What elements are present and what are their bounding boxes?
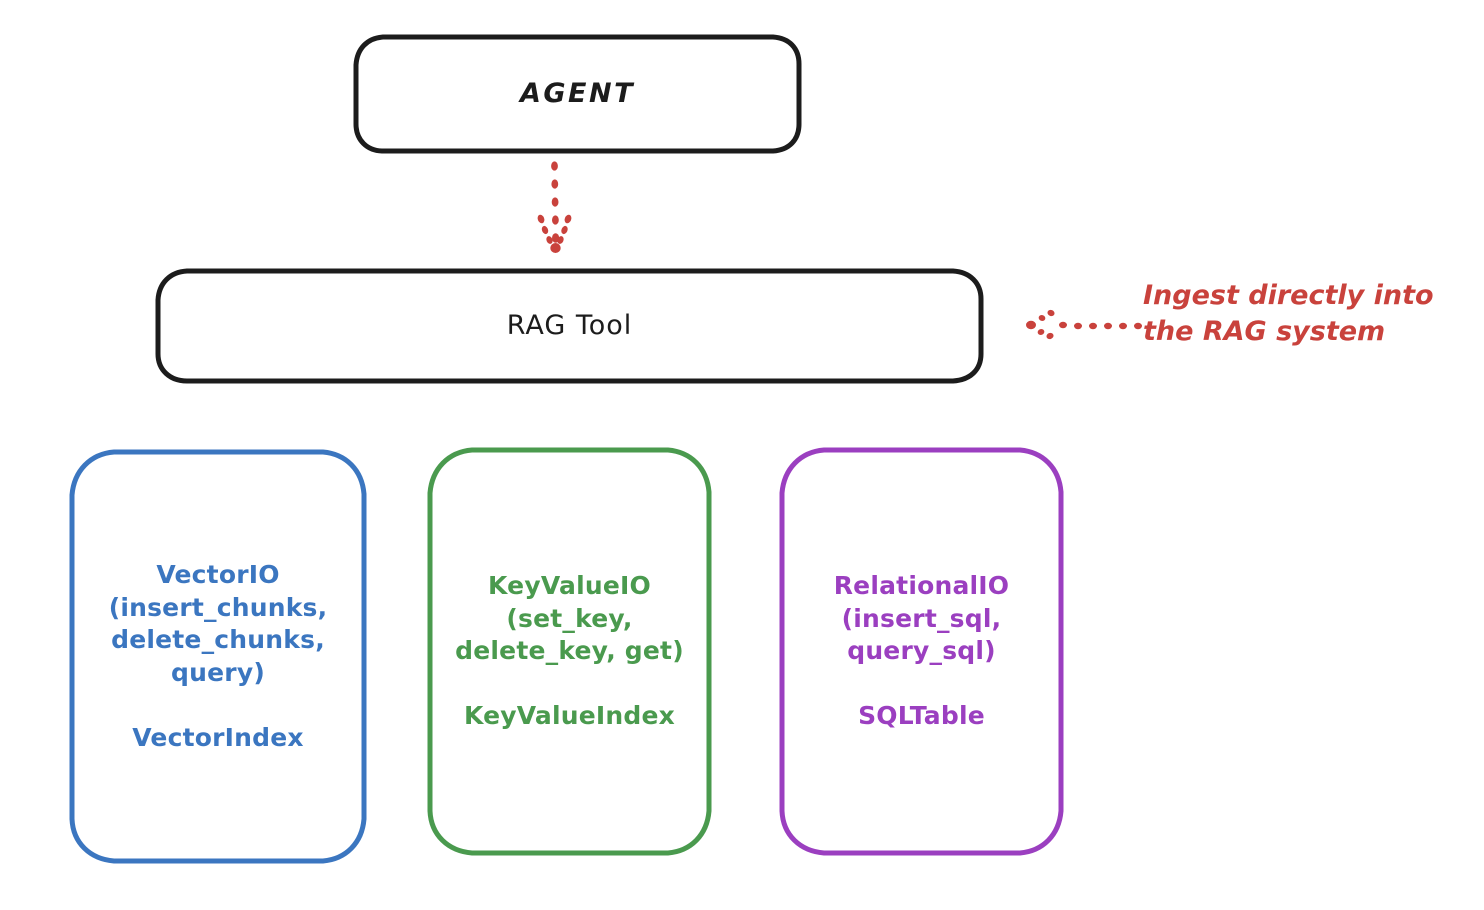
key-value-io-box-outline: [427, 447, 712, 856]
edge-agent-to-rag-tool: [537, 161, 572, 253]
rag-tool-box-outline: [155, 268, 984, 384]
node-vector-io-label: VectorIO (insert_chunks, delete_chunks, …: [108, 560, 328, 752]
relational-io-box-outline: [779, 447, 1064, 856]
node-rag-tool[interactable]: RAG Tool: [155, 268, 984, 384]
annotation-ingest: Ingest directly into the RAG system: [1143, 280, 1434, 348]
node-agent[interactable]: AGENT: [353, 34, 802, 154]
node-vector-io[interactable]: VectorIO (insert_chunks, delete_chunks, …: [69, 449, 367, 864]
node-key-value-io-label: KeyValueIO (set_key, delete_key, get) Ke…: [455, 571, 684, 731]
node-relational-io-label: RelationalIO (insert_sql, query_sql) SQL…: [833, 571, 1010, 731]
node-key-value-io[interactable]: KeyValueIO (set_key, delete_key, get) Ke…: [427, 447, 712, 856]
node-agent-label: AGENT: [519, 78, 635, 110]
edge-ingest-to-rag-tool: [1026, 309, 1142, 340]
vector-io-box-outline: [69, 449, 367, 864]
agent-box-outline: [353, 34, 802, 154]
node-rag-tool-label: RAG Tool: [506, 310, 633, 342]
node-relational-io[interactable]: RelationalIO (insert_sql, query_sql) SQL…: [779, 447, 1064, 856]
